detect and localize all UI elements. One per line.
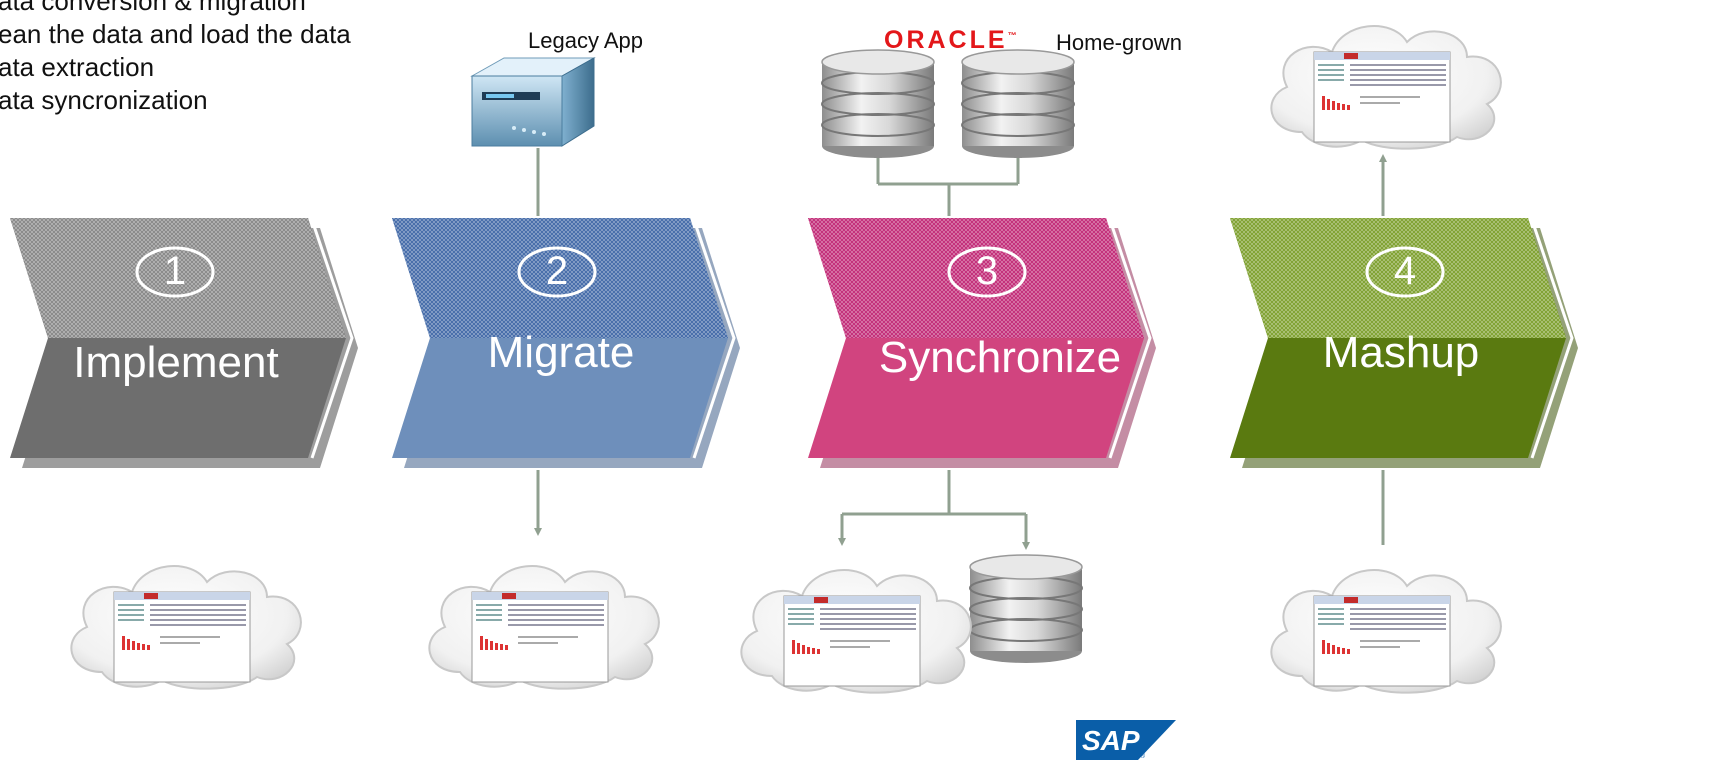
note-item: ata conversion & migration: [0, 0, 306, 16]
stage-4-number-badge: [1365, 246, 1445, 298]
cloud-app-icon: [428, 564, 660, 690]
stage-4-title: Mashup: [1322, 328, 1480, 377]
cloud-app-icon: [1270, 568, 1502, 694]
svg-text:®: ®: [1140, 752, 1146, 760]
stage-2-title: Migrate: [487, 328, 635, 377]
sap-database-icon: [969, 554, 1083, 664]
sap-logo-text: SAP: [1082, 725, 1140, 756]
stage-4-number: 4: [1393, 249, 1417, 293]
stage-3-number-badge: [947, 246, 1027, 298]
notes-list: ata conversion & migration ean the data …: [0, 0, 351, 117]
stage-3-chevron: [808, 218, 1156, 468]
sap-logo: SAP ®: [1076, 720, 1176, 760]
oracle-logo: ORACLE™: [884, 26, 1017, 54]
oracle-database-icon: [821, 49, 935, 159]
home-grown-database-icon: [961, 49, 1075, 159]
note-item: ean the data and load the data: [0, 19, 351, 49]
legacy-server-icon: [470, 57, 596, 147]
note-item: ata syncronization: [0, 85, 208, 115]
note-item: ata extraction: [0, 52, 155, 82]
cloud-app-icon: [70, 564, 302, 690]
stage-1-number: 1: [163, 249, 187, 293]
legacy-app-label: Legacy App: [528, 28, 643, 53]
stage-3-title: Synchronize: [878, 333, 1122, 382]
cloud-app-icon: [740, 568, 972, 694]
stage-2-number: 2: [545, 249, 569, 293]
stage-1-title: Implement: [73, 338, 279, 387]
stage-4-chevron: [1230, 218, 1578, 468]
stage-2-chevron: [392, 218, 740, 468]
oracle-logo-text: ORACLE: [884, 26, 1008, 54]
cloud-app-icon: [1270, 24, 1502, 150]
stage-2-number-badge: [517, 246, 597, 298]
connectors: [534, 148, 1387, 550]
stage-1-number-badge: [135, 246, 215, 298]
stage-1-chevron: [10, 218, 358, 468]
stage-3-number: 3: [975, 249, 999, 293]
home-grown-label: Home-grown: [1056, 30, 1182, 55]
